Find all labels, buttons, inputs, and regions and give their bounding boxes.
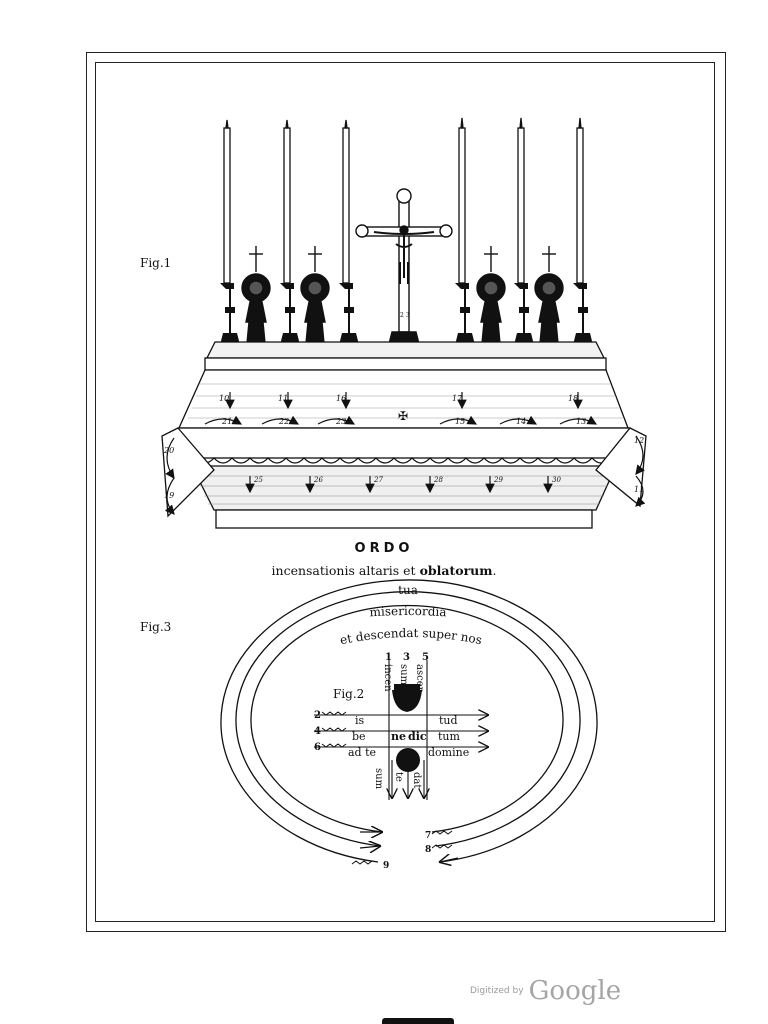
- incensation-diagram: tua misericordia et descendat super nos …: [221, 580, 597, 871]
- altar-top-number: 16: [336, 394, 346, 403]
- crucifix: [356, 189, 452, 356]
- altar-gradine: [207, 342, 604, 358]
- altar-side-number: 19: [164, 491, 174, 500]
- diagram-top-number: 3: [403, 652, 410, 663]
- altar-front-number: 13: [576, 417, 586, 426]
- altar-front-number: 14: [516, 417, 526, 426]
- fig2-label: Fig.2: [333, 687, 364, 701]
- plate-subtitle: incensationis altaris et oblatorum.: [0, 563, 768, 578]
- google-logo: Google: [529, 976, 621, 1006]
- diagram-right-number: 8: [425, 845, 431, 855]
- diagram-row2-word: tum: [438, 730, 461, 743]
- altar-bottom-number: 25: [253, 476, 263, 484]
- vertical-word: dat: [411, 772, 422, 788]
- altar-bottom-number: 29: [493, 476, 503, 484]
- altar-top-number: 10: [219, 394, 229, 403]
- altar-top-number: 11: [278, 394, 288, 403]
- altar-top-number: 18: [568, 394, 578, 403]
- subtitle-period: .: [493, 563, 497, 578]
- diagram-left-number: 6: [314, 742, 321, 753]
- diagram-bottom-number: 9: [383, 861, 389, 871]
- vertical-word: ascen: [414, 664, 425, 694]
- diagram-row2-word: dic: [408, 730, 427, 743]
- subtitle-emphasis: oblatorum: [420, 563, 493, 578]
- diagram-right-number: 7: [425, 831, 431, 841]
- altar-frontal-cloth: [178, 428, 630, 458]
- vertical-word: sum: [398, 664, 409, 686]
- altar-bottom-number: 27: [373, 476, 383, 484]
- digitized-by-text: Digitized by: [470, 986, 524, 996]
- altar-step: [216, 510, 592, 528]
- page-edge-scrap: [382, 1018, 454, 1024]
- ring-text-middle: misericordia: [369, 604, 447, 619]
- vertical-word: incen: [382, 664, 393, 692]
- altar-illustration: 2 3 10 11 16: [162, 118, 646, 528]
- diagram-left-number: 2: [314, 710, 321, 721]
- altar-bottom-number: 28: [433, 476, 443, 484]
- vertical-word: sum: [373, 768, 384, 790]
- digitized-footer: Digitized by Google: [470, 976, 621, 1006]
- altar-front-number: 22: [278, 417, 289, 426]
- altar-side-number: 20: [163, 446, 174, 455]
- altar-bottom-number: 26: [313, 476, 323, 484]
- subtitle-text: incensationis altaris et: [272, 563, 416, 578]
- altar-base: [192, 466, 616, 510]
- diagram-row1-word: tud: [439, 714, 458, 727]
- diagram-row3-word: domine: [428, 746, 469, 759]
- diagram-row1-word: is: [355, 714, 365, 727]
- host-icon: [396, 748, 420, 772]
- cross-mark-icon: ✠: [398, 409, 408, 423]
- vertical-word: te: [393, 772, 404, 782]
- altar-bottom-number: 30: [552, 476, 561, 484]
- altar-front-number: 15: [455, 417, 465, 426]
- altar-top-number: 17: [452, 394, 463, 403]
- diagram-row2-word: ne: [391, 730, 406, 743]
- ring-text-outer: tua: [398, 583, 418, 597]
- diagram-top-number: 5: [422, 652, 429, 663]
- crucifix-number-label: 2 3: [400, 312, 410, 319]
- altar-side-number: 11: [634, 485, 644, 494]
- plate-title: ORDO: [0, 541, 768, 556]
- altar-side-number: 12: [634, 436, 644, 445]
- diagram-row3-word: ad te: [348, 746, 376, 759]
- diagram-top-number: 1: [385, 652, 392, 663]
- diagram-row2-word: be: [352, 730, 366, 743]
- altar-front-number: 21: [221, 417, 232, 426]
- ring-text-inner: et descendat super nos: [339, 626, 484, 647]
- diagram-left-number: 4: [314, 726, 321, 737]
- altar-front-number: 23: [335, 417, 346, 426]
